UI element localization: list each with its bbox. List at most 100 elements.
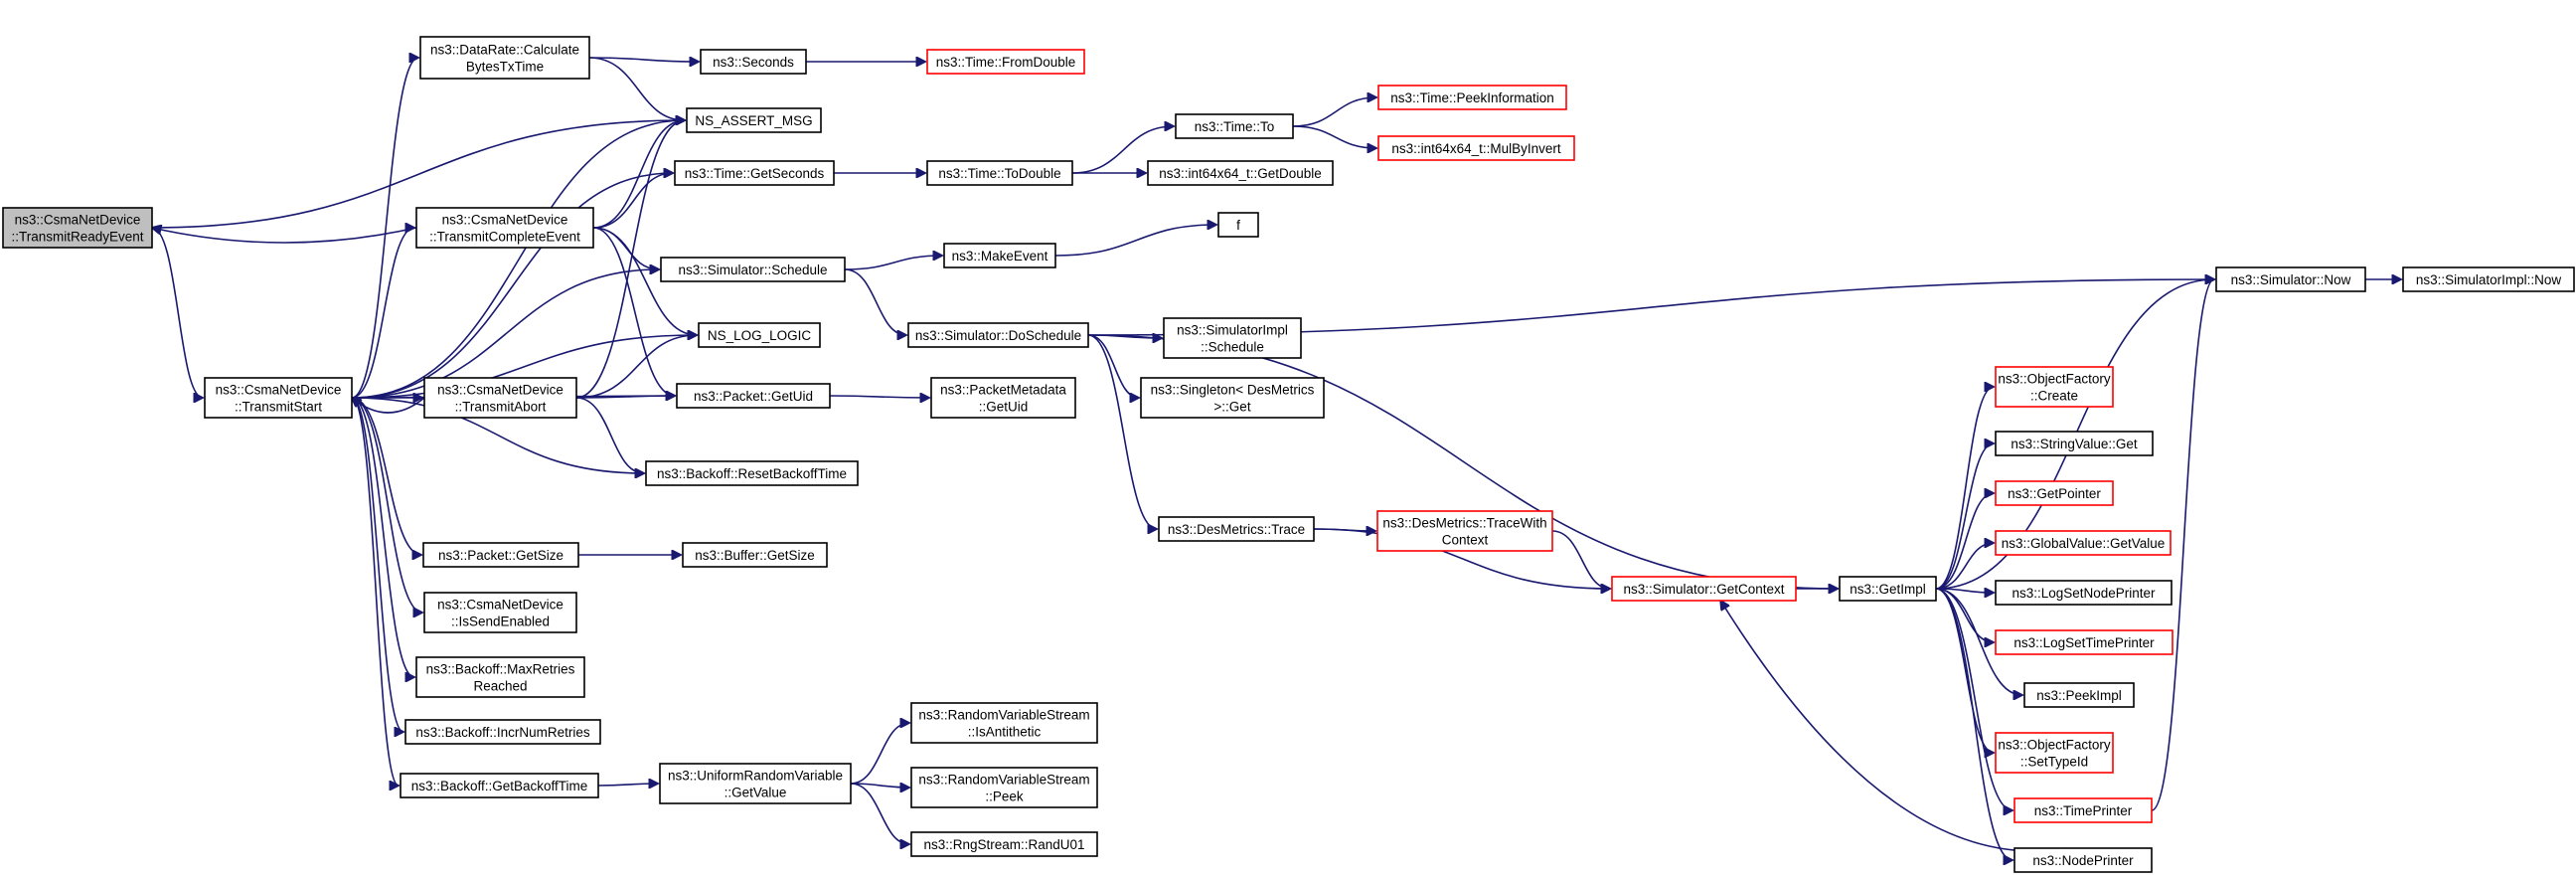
node-box-lognodeprinter[interactable] [1995, 580, 2173, 606]
node-box-mulbyinvert[interactable] [1377, 135, 1575, 161]
node-getseconds[interactable]: ns3::Time::GetSeconds [674, 160, 835, 186]
node-desmetricstrace[interactable]: ns3::DesMetrics::Trace [1158, 516, 1315, 542]
node-ofcreate[interactable]: ns3::ObjectFactory::Create [1995, 366, 2114, 408]
node-getsize[interactable]: ns3::Packet::GetSize [422, 542, 579, 568]
node-box-maxretries[interactable] [415, 656, 585, 698]
node-box-fromdouble[interactable] [926, 49, 1085, 75]
node-box-implnow[interactable] [2402, 266, 2575, 292]
node-root[interactable]: ns3::CsmaNetDevice::TransmitReadyEvent [2, 207, 153, 249]
node-box-txabort[interactable] [423, 377, 577, 419]
node-getdouble[interactable]: ns3::int64x64_t::GetDouble [1147, 160, 1334, 186]
node-box-txcomplete[interactable] [415, 207, 594, 249]
node-box-isantithetic[interactable] [910, 702, 1098, 744]
node-box-f[interactable] [1217, 212, 1259, 238]
node-txcomplete[interactable]: ns3::CsmaNetDevice::TransmitCompleteEven… [415, 207, 594, 249]
node-box-getbackoff[interactable] [400, 773, 599, 798]
node-todouble[interactable]: ns3::Time::ToDouble [926, 160, 1073, 186]
node-box-todouble[interactable] [926, 160, 1073, 186]
node-logtimeprinter[interactable]: ns3::LogSetTimePrinter [1995, 629, 2174, 655]
node-stringget[interactable]: ns3::StringValue::Get [1995, 431, 2154, 456]
node-nodeprinter[interactable]: ns3::NodePrinter [2013, 847, 2153, 873]
node-box-now[interactable] [2215, 266, 2366, 292]
node-nslog[interactable]: NS_LOG_LOGIC [698, 322, 821, 348]
node-implschedule[interactable]: ns3::SimulatorImpl::Schedule [1163, 317, 1302, 359]
node-getpointer[interactable]: ns3::GetPointer [1995, 480, 2114, 506]
node-metagetuid[interactable]: ns3::PacketMetadata::GetUid [930, 377, 1076, 419]
node-box-txstart[interactable] [204, 377, 353, 419]
node-box-getpointer[interactable] [1995, 480, 2114, 506]
node-timeto[interactable]: ns3::Time::To [1175, 113, 1294, 139]
node-box-peekinfo[interactable] [1377, 85, 1567, 110]
node-box-stringget[interactable] [1995, 431, 2154, 456]
node-box-globalget[interactable] [1995, 530, 2172, 556]
node-box-incrretries[interactable] [404, 719, 601, 745]
node-box-implschedule[interactable] [1163, 317, 1302, 359]
node-urvgetvalue[interactable]: ns3::UniformRandomVariable::GetValue [659, 763, 852, 804]
node-box-settypeid[interactable] [1995, 732, 2114, 774]
node-box-nodeprinter[interactable] [2013, 847, 2153, 873]
node-getbackoff[interactable]: ns3::Backoff::GetBackoffTime [400, 773, 599, 798]
node-box-getimpl[interactable] [1839, 576, 1937, 602]
node-box-seconds[interactable] [700, 49, 807, 75]
node-box-metagetuid[interactable] [930, 377, 1076, 419]
node-doschedule[interactable]: ns3::Simulator::DoSchedule [907, 322, 1089, 348]
node-timeprinter[interactable]: ns3::TimePrinter [2013, 797, 2153, 823]
node-lognodeprinter[interactable]: ns3::LogSetNodePrinter [1995, 580, 2173, 606]
node-getimpl[interactable]: ns3::GetImpl [1839, 576, 1937, 602]
node-singleton[interactable]: ns3::Singleton< DesMetrics>::Get [1140, 377, 1325, 419]
node-box-resetbackoff[interactable] [645, 460, 859, 486]
node-box-logtimeprinter[interactable] [1995, 629, 2174, 655]
node-fromdouble[interactable]: ns3::Time::FromDouble [926, 49, 1085, 75]
node-box-timeprinter[interactable] [2013, 797, 2153, 823]
node-isantithetic[interactable]: ns3::RandomVariableStream::IsAntithetic [910, 702, 1098, 744]
node-box-desmetricstrace[interactable] [1158, 516, 1315, 542]
node-mulbyinvert[interactable]: ns3::int64x64_t::MulByInvert [1377, 135, 1575, 161]
node-box-getdouble[interactable] [1147, 160, 1334, 186]
node-box-root[interactable] [2, 207, 153, 249]
node-txstart[interactable]: ns3::CsmaNetDevice::TransmitStart [204, 377, 353, 419]
node-box-ofcreate[interactable] [1995, 366, 2114, 408]
node-seconds[interactable]: ns3::Seconds [700, 49, 807, 75]
node-box-schedule[interactable] [660, 257, 846, 282]
node-box-doschedule[interactable] [907, 322, 1089, 348]
node-peekimpl[interactable]: ns3::PeekImpl [2023, 682, 2135, 708]
node-box-urvgetvalue[interactable] [659, 763, 852, 804]
node-box-assert[interactable] [686, 107, 822, 133]
node-rvspeek[interactable]: ns3::RandomVariableStream::Peek [910, 767, 1098, 808]
node-box-buffergetsize[interactable] [682, 542, 828, 568]
node-randu01[interactable]: ns3::RngStream::RandU01 [910, 831, 1098, 857]
node-box-getseconds[interactable] [674, 160, 835, 186]
node-box-timeto[interactable] [1175, 113, 1294, 139]
node-box-datarate[interactable] [419, 36, 590, 80]
node-settypeid[interactable]: ns3::ObjectFactory::SetTypeId [1995, 732, 2114, 774]
node-txabort[interactable]: ns3::CsmaNetDevice::TransmitAbort [423, 377, 577, 419]
node-peekinfo[interactable]: ns3::Time::PeekInformation [1377, 85, 1567, 110]
node-box-makeevent[interactable] [943, 243, 1056, 268]
node-box-issendenabled[interactable] [423, 592, 577, 633]
node-getuid[interactable]: ns3::Packet::GetUid [676, 383, 831, 409]
node-makeevent[interactable]: ns3::MakeEvent [943, 243, 1056, 268]
node-issendenabled[interactable]: ns3::CsmaNetDevice::IsSendEnabled [423, 592, 577, 633]
node-getcontext[interactable]: ns3::Simulator::GetContext [1611, 576, 1797, 602]
node-box-randu01[interactable] [910, 831, 1098, 857]
node-box-tracewith[interactable] [1376, 510, 1553, 552]
node-box-getcontext[interactable] [1611, 576, 1797, 602]
node-box-getuid[interactable] [676, 383, 831, 409]
node-now[interactable]: ns3::Simulator::Now [2215, 266, 2366, 292]
node-box-getsize[interactable] [422, 542, 579, 568]
node-schedule[interactable]: ns3::Simulator::Schedule [660, 257, 846, 282]
node-assert[interactable]: NS_ASSERT_MSG [686, 107, 822, 133]
node-box-peekimpl[interactable] [2023, 682, 2135, 708]
node-globalget[interactable]: ns3::GlobalValue::GetValue [1995, 530, 2172, 556]
node-box-singleton[interactable] [1140, 377, 1325, 419]
node-box-rvspeek[interactable] [910, 767, 1098, 808]
node-incrretries[interactable]: ns3::Backoff::IncrNumRetries [404, 719, 601, 745]
node-resetbackoff[interactable]: ns3::Backoff::ResetBackoffTime [645, 460, 859, 486]
node-implnow[interactable]: ns3::SimulatorImpl::Now [2402, 266, 2575, 292]
node-box-nslog[interactable] [698, 322, 821, 348]
node-buffergetsize[interactable]: ns3::Buffer::GetSize [682, 542, 828, 568]
node-f[interactable]: f [1217, 212, 1259, 238]
